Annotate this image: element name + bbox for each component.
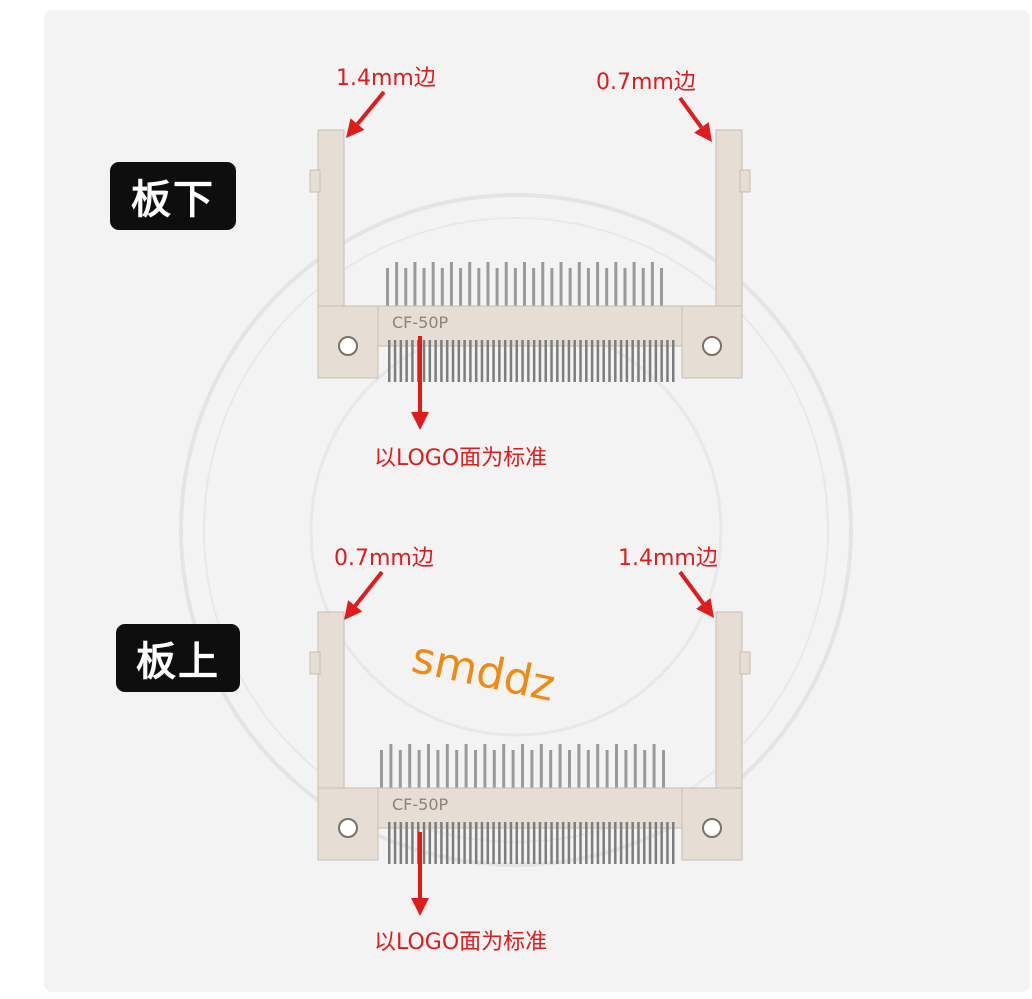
top-reference-label: 以LOGO面为标准 xyxy=(374,446,548,471)
bottom-right-edge-label: 1.4mm边 xyxy=(618,546,718,571)
connector-bottom: CF-50P xyxy=(309,611,751,864)
top-down-arrow xyxy=(411,336,429,430)
bottom-down-arrow xyxy=(411,832,429,916)
bottom-left-arrow xyxy=(344,570,384,620)
badge-under-board: 板下 xyxy=(110,162,236,230)
part-mark: CF-50P xyxy=(392,795,449,814)
top-left-edge-label: 1.4mm边 xyxy=(336,66,436,91)
bottom-left-edge-label: 0.7mm边 xyxy=(334,546,434,571)
connector-top: CF-50P xyxy=(309,129,751,382)
top-right-edge-label: 0.7mm边 xyxy=(596,70,696,95)
bottom-right-arrow xyxy=(678,570,714,618)
bottom-reference-label: 以LOGO面为标准 xyxy=(374,930,548,955)
badge-on-board: 板上 xyxy=(116,624,240,692)
top-left-arrow xyxy=(346,90,386,138)
part-mark: CF-50P xyxy=(392,313,449,332)
top-right-arrow xyxy=(678,96,712,142)
